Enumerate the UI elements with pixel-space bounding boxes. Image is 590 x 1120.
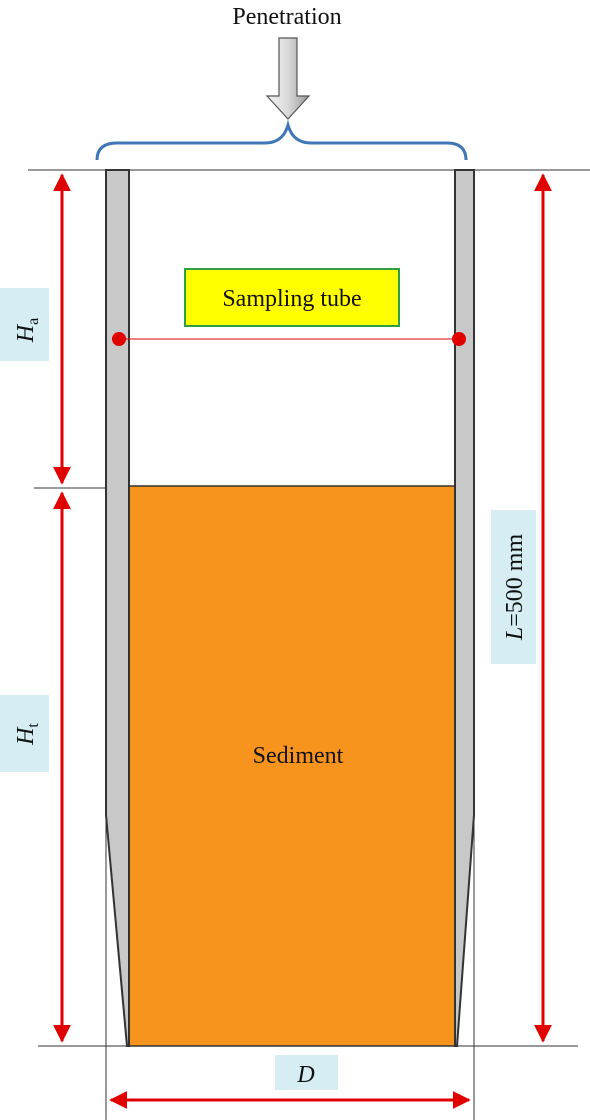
ht-label: Ht bbox=[13, 723, 42, 746]
ha-label: Ha bbox=[13, 318, 42, 343]
penetration-label: Penetration bbox=[232, 4, 341, 30]
tube-wall-left bbox=[105, 169, 130, 1047]
sampling-tube-label: Sampling tube bbox=[222, 286, 361, 312]
water-level-dot-right bbox=[452, 332, 466, 346]
length-label-box bbox=[491, 510, 536, 664]
sampling-tube-box bbox=[184, 268, 400, 327]
ht-label-box bbox=[0, 695, 49, 772]
curly-brace-icon bbox=[95, 119, 468, 161]
ha-label-box bbox=[0, 288, 49, 361]
length-label: L=500 mm bbox=[502, 534, 528, 642]
sediment-label: Sediment bbox=[253, 743, 344, 769]
diameter-label-box bbox=[275, 1055, 338, 1090]
diameter-label: D bbox=[296, 1062, 314, 1088]
sediment-fill bbox=[128, 485, 456, 1047]
down-arrow-icon bbox=[265, 37, 311, 120]
tube-wall-right bbox=[454, 169, 475, 1047]
water-level-dot-left bbox=[112, 332, 126, 346]
